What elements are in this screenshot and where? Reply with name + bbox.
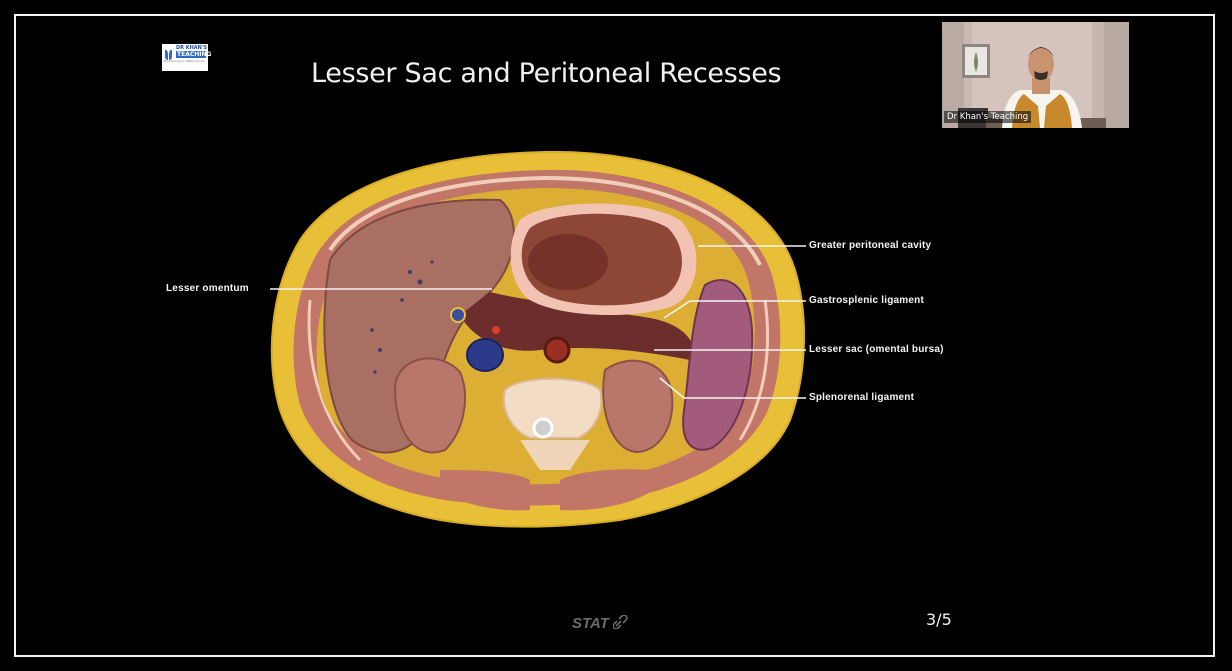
label-splenorenal-ligament: Splenorenal ligament — [809, 392, 914, 403]
page-indicator: 3/5 — [926, 610, 952, 629]
label-gastrosplenic-ligament: Gastrosplenic ligament — [809, 295, 924, 306]
label-greater-peritoneal-cavity: Greater peritoneal cavity — [809, 240, 931, 251]
link-icon — [613, 615, 629, 629]
label-lesser-sac: Lesser sac (omental bursa) — [809, 344, 944, 355]
stat-logo: STAT — [572, 615, 629, 632]
stat-brand-text: STAT — [572, 615, 609, 632]
label-lesser-omentum: Lesser omentum — [166, 283, 249, 294]
